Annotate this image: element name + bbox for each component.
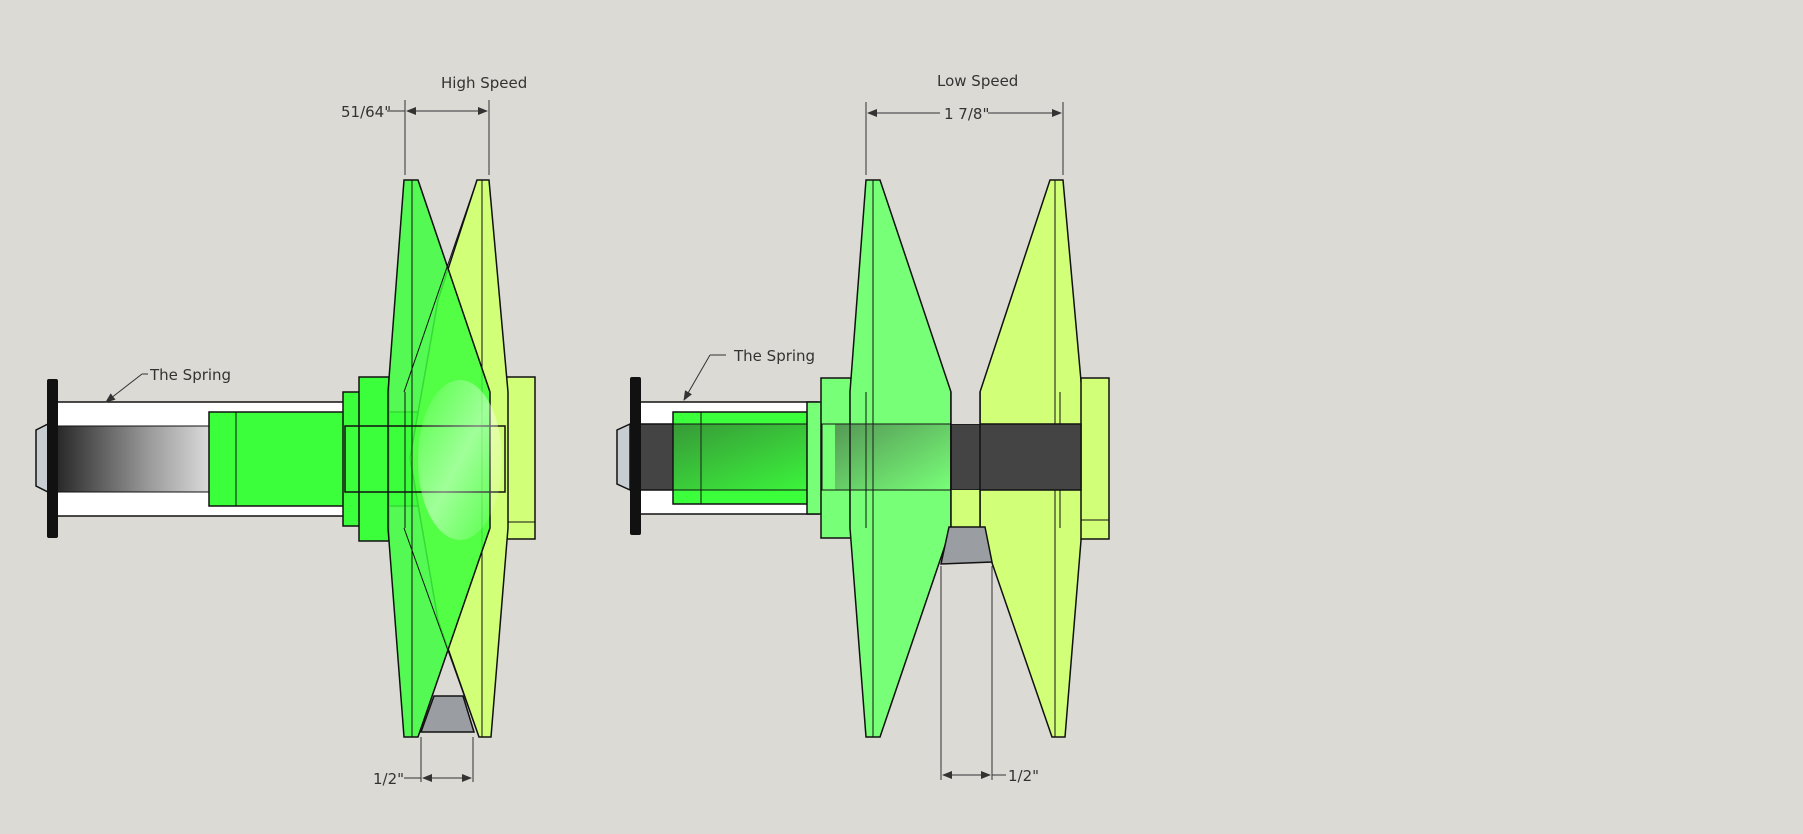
low-bottom-dimension: 1/2" xyxy=(1008,767,1039,785)
high-bottom-dimension: 1/2" xyxy=(373,770,404,788)
high-end-cap xyxy=(47,379,58,538)
low-spring-label: The Spring xyxy=(733,347,815,365)
low-speed-assembly: The Spring 1 7/8" Low Speed 1/2" xyxy=(616,72,1110,785)
low-top-dimension: 1 7/8" xyxy=(944,105,989,123)
low-spring-leader xyxy=(683,354,711,401)
low-speed-title: Low Speed xyxy=(937,72,1018,90)
low-end-nut xyxy=(616,422,631,492)
high-end-nut xyxy=(35,422,49,494)
high-spring-leader xyxy=(105,373,143,403)
low-belt xyxy=(940,526,993,565)
high-top-dimension: 51/64" xyxy=(341,103,391,121)
low-end-cap xyxy=(630,377,641,535)
low-right-hub xyxy=(1080,377,1110,540)
high-belt xyxy=(419,695,476,733)
high-shaft xyxy=(51,425,213,493)
high-speed-assembly: The Spring 51/64" High Speed 1/2" xyxy=(35,74,536,788)
high-spring-label: The Spring xyxy=(149,366,231,384)
high-speed-title: High Speed xyxy=(441,74,527,92)
